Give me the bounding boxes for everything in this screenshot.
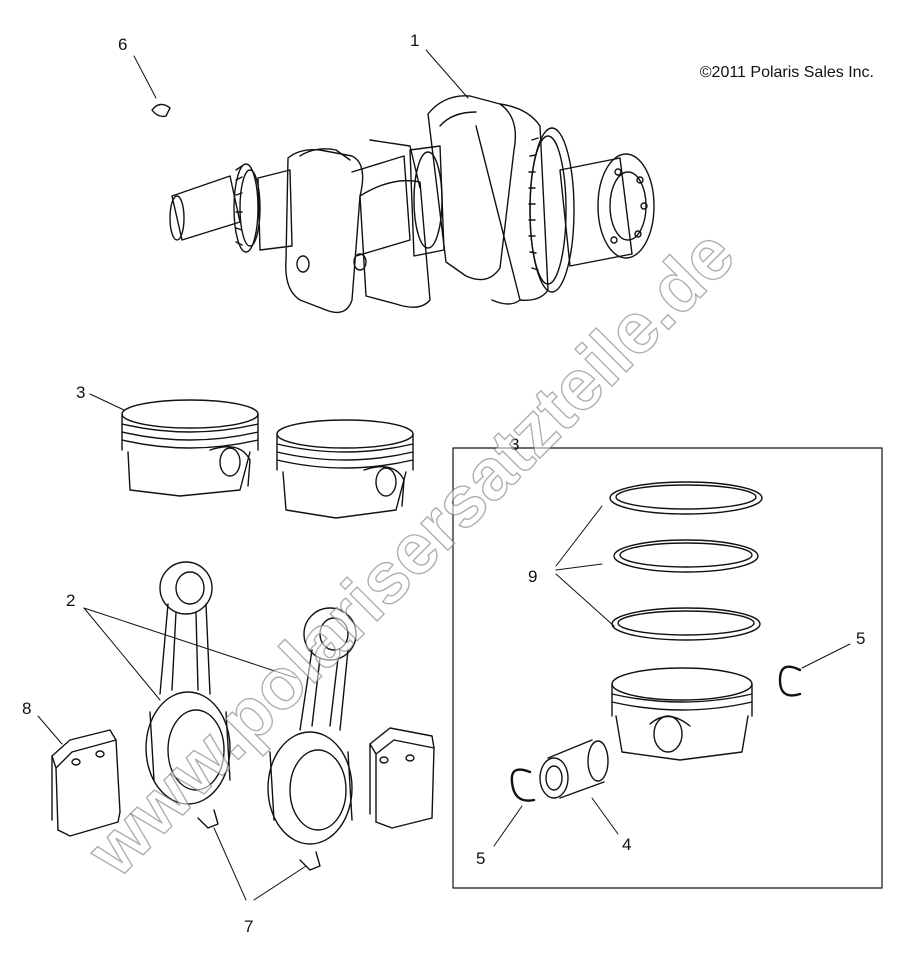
callout-5-left: 5 [476, 849, 486, 868]
detail-box [452, 447, 883, 889]
woodruff-key-icon [151, 103, 171, 118]
callout-3-box: 3 [510, 435, 520, 454]
piston-icon [121, 399, 259, 497]
callout-5-right: 5 [856, 629, 866, 648]
circlip-icon [778, 665, 802, 697]
callout-7: 7 [244, 917, 254, 936]
bearing-shell-icon [51, 729, 121, 837]
bearing-shell-icon [369, 727, 435, 829]
callout-6: 6 [118, 35, 128, 54]
callout-8: 8 [22, 699, 32, 718]
callout-9: 9 [528, 567, 538, 586]
piston-pin-icon [539, 739, 609, 799]
callout-3-left: 3 [76, 383, 86, 402]
crankshaft-icon [169, 95, 655, 314]
piston-icon [611, 667, 753, 761]
connecting-rod-icon [267, 607, 357, 871]
copyright-notice: ©2011 Polaris Sales Inc. [699, 64, 874, 81]
piston-icon [276, 419, 414, 519]
callout-2: 2 [66, 591, 76, 610]
leader-lines [37, 49, 851, 901]
callout-4: 4 [622, 835, 632, 854]
piston-ring-icon [613, 539, 759, 573]
piston-ring-icon [611, 607, 761, 641]
circlip-icon [510, 768, 536, 802]
piston-ring-icon [609, 481, 763, 515]
callout-1: 1 [410, 31, 420, 50]
connecting-rod-icon [145, 561, 231, 829]
